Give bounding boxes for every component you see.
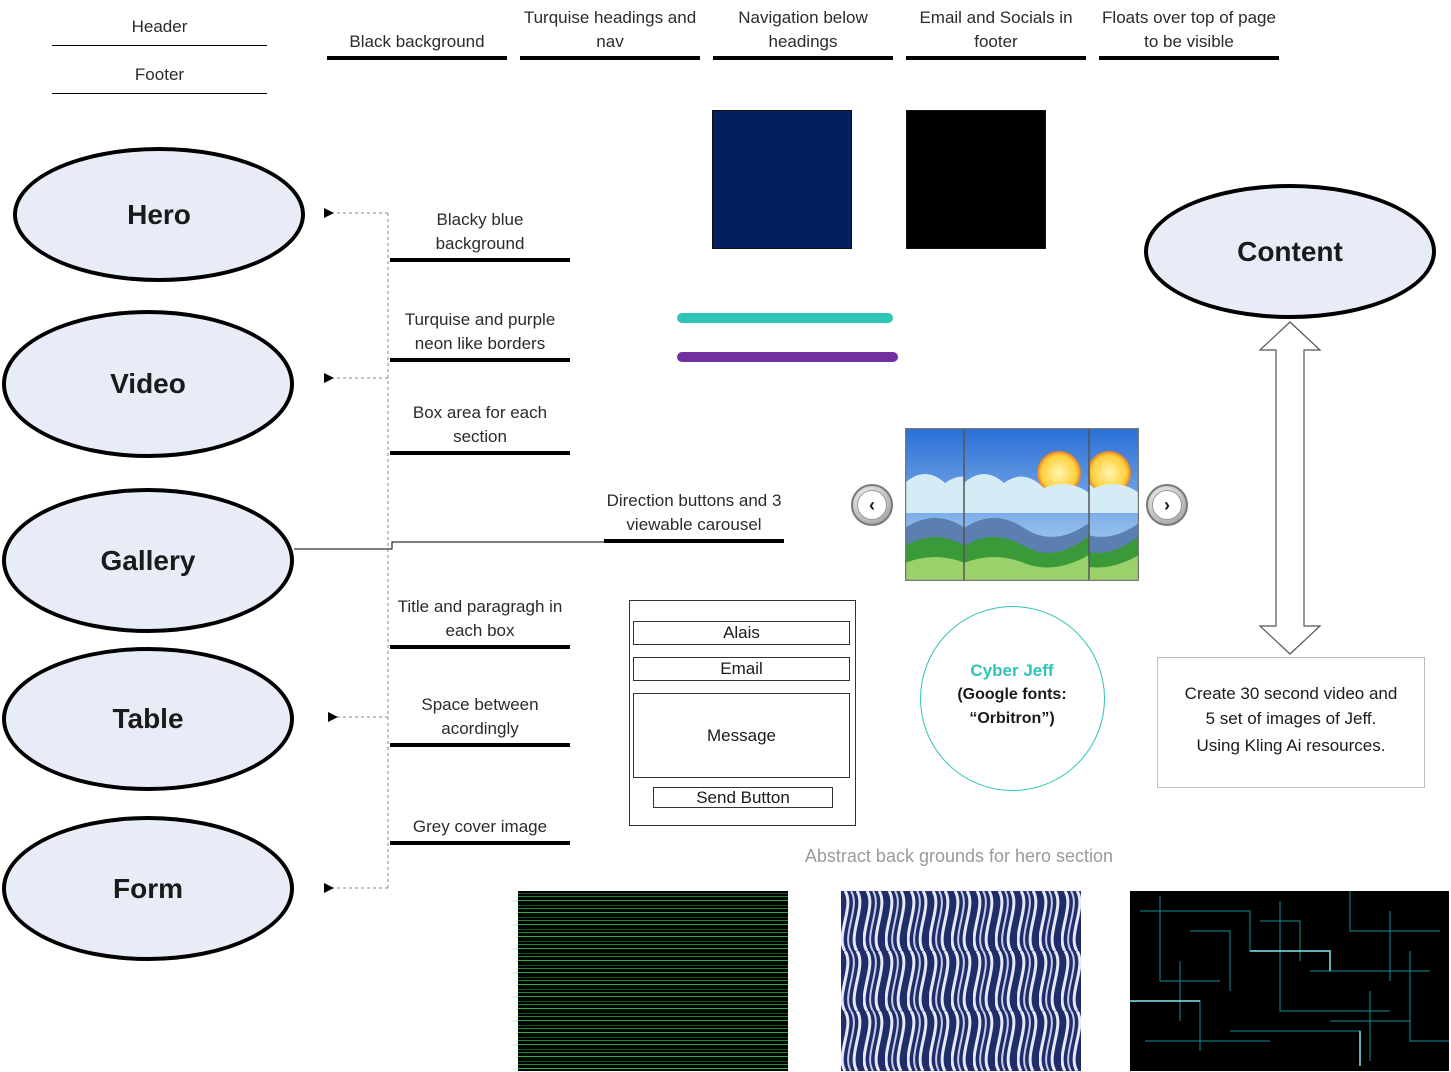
legend-header-line (52, 45, 267, 46)
note-underline (390, 645, 570, 649)
note-underline (604, 539, 784, 543)
swatch-blacky-blue (712, 110, 852, 249)
note-underline (713, 56, 893, 60)
note-underline (390, 358, 570, 362)
carousel-next-button[interactable]: › (1146, 484, 1188, 526)
node-video: Video (2, 310, 294, 458)
bg-sample-waves (841, 891, 1081, 1071)
note-blue-background: Blacky blue background (435, 210, 525, 253)
note-carousel: Direction buttons and 3 viewable carouse… (606, 491, 782, 534)
note-grey-cover: Grey cover image (412, 817, 548, 836)
note-navigation: Navigation below headings (738, 8, 868, 51)
legend-footer-label: Footer (134, 65, 185, 84)
bg-sample-circuit (1130, 891, 1449, 1071)
content-note-line2: 5 set of images of Jeff. (1205, 709, 1377, 728)
node-hero: Hero (13, 147, 305, 282)
carousel-prev-button[interactable]: ‹ (851, 484, 893, 526)
content-note-line1: Create 30 second video and (1184, 684, 1398, 703)
note-underline (1099, 56, 1279, 60)
font-badge-title: Cyber Jeff (970, 661, 1054, 680)
chevron-left-icon: ‹ (857, 490, 887, 520)
note-underline (390, 841, 570, 845)
note-title-paragraph: Title and paragragh in each box (397, 597, 563, 640)
note-underline (390, 743, 570, 747)
note-box-area: Box area for each section (412, 403, 548, 446)
note-underline (390, 258, 570, 262)
message-field[interactable]: Message (633, 693, 850, 778)
note-floats: Floats over top of page to be visible (1102, 8, 1276, 51)
font-badge-line3: “Orbitron”) (969, 710, 1055, 727)
note-turquoise-headings: Turquise headings and nav (523, 8, 697, 51)
carousel-images (905, 428, 1139, 581)
bg-sample-green-lines (518, 891, 788, 1071)
note-underline (390, 451, 570, 455)
font-badge-line2: (Google fonts: (957, 686, 1067, 703)
note-spacing: Space between acordingly (421, 695, 539, 738)
content-note-box: Create 30 second video and 5 set of imag… (1157, 657, 1425, 788)
font-badge: Cyber Jeff (Google fonts: “Orbitron”) (920, 606, 1105, 791)
carousel-image-center (963, 428, 1090, 581)
form-mockup (629, 600, 856, 826)
note-underline (327, 56, 507, 60)
node-content: Content (1144, 184, 1436, 319)
swatch-black (906, 110, 1046, 249)
alias-field[interactable]: Alais (633, 621, 850, 645)
note-underline (906, 56, 1086, 60)
node-gallery: Gallery (2, 488, 294, 633)
note-black-background: Black background (349, 32, 485, 51)
note-underline (520, 56, 700, 60)
double-arrow (1258, 321, 1322, 655)
legend-header-label: Header (131, 17, 188, 36)
chevron-right-icon: › (1152, 490, 1182, 520)
content-note-line3: Using Kling Ai resources. (1196, 736, 1386, 755)
node-table: Table (2, 647, 294, 791)
legend-footer-line (52, 93, 267, 94)
email-field[interactable]: Email (633, 657, 850, 681)
send-button[interactable]: Send Button (653, 787, 833, 808)
note-neon-borders: Turquise and purple neon like borders (404, 310, 556, 353)
node-form: Form (2, 816, 294, 961)
neon-turquoise-bar (677, 313, 893, 323)
backgrounds-title: Abstract back grounds for hero section (804, 846, 1114, 866)
neon-purple-bar (677, 352, 898, 362)
note-email-socials: Email and Socials in footer (919, 8, 1073, 51)
